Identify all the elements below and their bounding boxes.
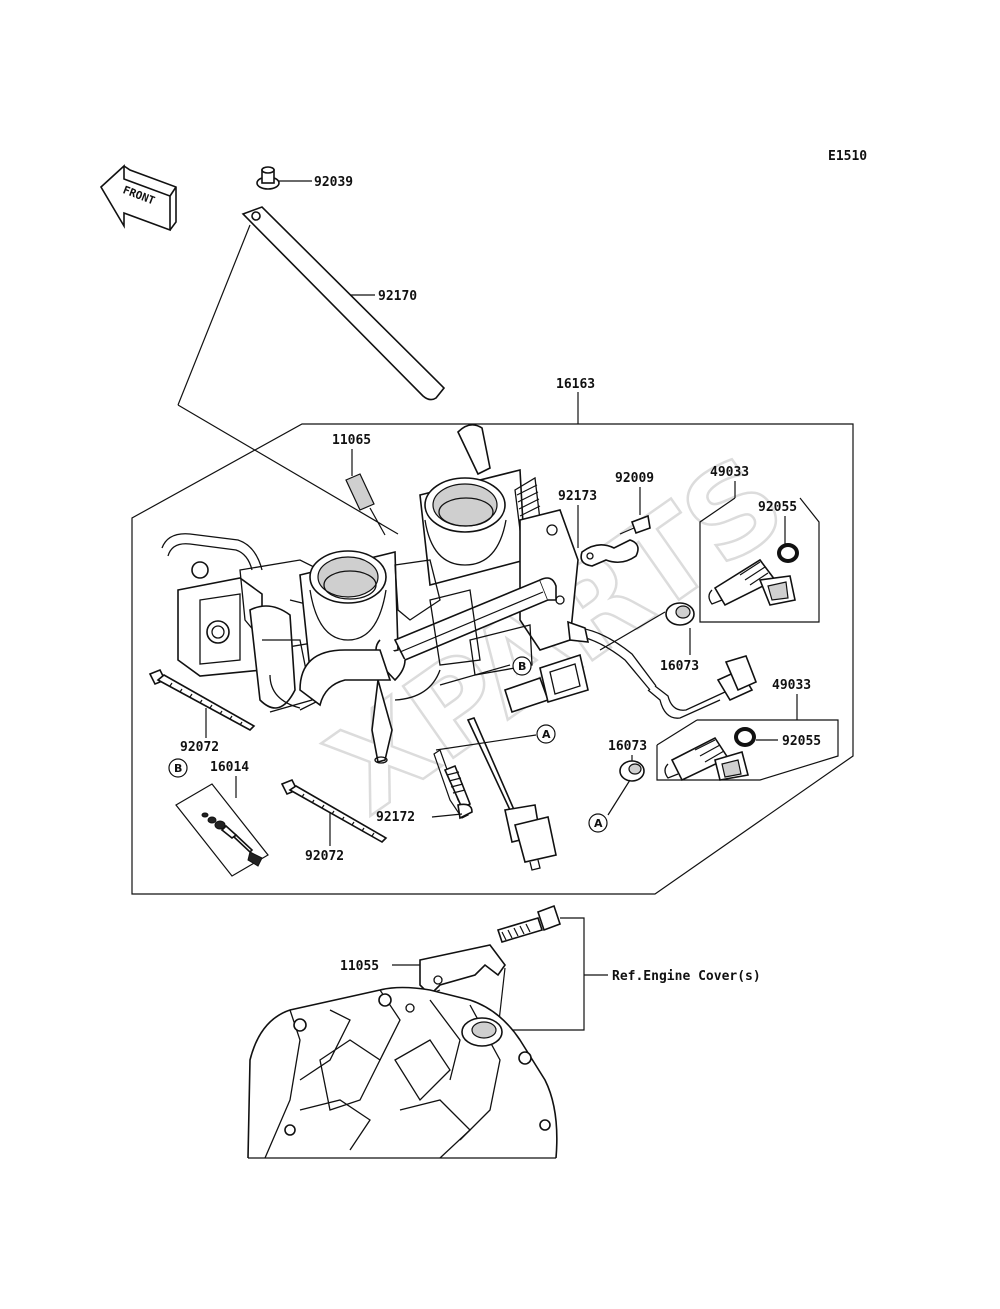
callout-a-1: A [435, 724, 556, 751]
label-16073-top: 16073 [660, 659, 699, 674]
label-49033-top: 49033 [710, 465, 749, 480]
svg-text:B: B [518, 660, 526, 673]
callout-a-2: A [588, 813, 608, 833]
label-92055-top: 92055 [758, 500, 797, 515]
injector-group-mid-edge [656, 719, 698, 746]
part-16073-top [665, 602, 695, 626]
label-92172: 92172 [376, 810, 415, 825]
leader-strap-right [177, 404, 399, 535]
svg-text:A: A [594, 817, 603, 830]
part-92072-bottom [280, 778, 388, 843]
part-16014 [201, 812, 263, 867]
label-16014: 16014 [210, 760, 249, 775]
part-92039 [256, 166, 312, 190]
callout-b-2: B [168, 758, 188, 778]
injector-group-top [699, 497, 820, 623]
throttle-body-assembly [161, 424, 758, 871]
label-16163: 16163 [556, 377, 595, 392]
part-92055-mid [734, 727, 756, 747]
part-92173 [580, 539, 639, 567]
part-11065 [345, 473, 386, 536]
callout-b-1: B [512, 656, 532, 676]
kit-frame-16014 [175, 783, 269, 877]
part-92072-left [148, 668, 256, 731]
leader-92172 [431, 813, 463, 818]
part-92172 [433, 749, 473, 820]
diagram-code: E1510 [828, 149, 867, 164]
ref-bracket [498, 917, 585, 1031]
part-bolt-engine-cover [496, 904, 562, 943]
svg-text:A: A [542, 728, 551, 741]
leader-16073-top-2 [599, 611, 666, 651]
svg-text:B: B [174, 762, 182, 775]
injector-group-mid [656, 719, 839, 781]
label-16073-mid: 16073 [608, 739, 647, 754]
label-92072-left: 92072 [180, 740, 219, 755]
label-92009: 92009 [615, 471, 654, 486]
leader-strap-left [177, 224, 251, 406]
label-92039: 92039 [314, 175, 353, 190]
label-49033-mid: 49033 [772, 678, 811, 693]
part-92055-top [777, 543, 799, 563]
part-49033-mid [664, 736, 749, 782]
label-11055: 11055 [340, 959, 379, 974]
label-92170: 92170 [378, 289, 417, 304]
leader-a-2 [607, 779, 631, 816]
part-92009 [619, 514, 651, 535]
label-92173: 92173 [558, 489, 597, 504]
label-92055-mid: 92055 [782, 734, 821, 749]
label-11065: 11065 [332, 433, 371, 448]
part-92170 [241, 206, 446, 401]
assembly-frame [131, 423, 854, 895]
front-arrow-icon: FRONT [99, 164, 177, 232]
label-92072-bottom: 92072 [305, 849, 344, 864]
ref-engine-cover-label: Ref.Engine Cover(s) [612, 969, 761, 984]
part-49033-top [708, 558, 796, 607]
part-16073-mid [619, 760, 645, 782]
engine-cover [247, 986, 558, 1159]
